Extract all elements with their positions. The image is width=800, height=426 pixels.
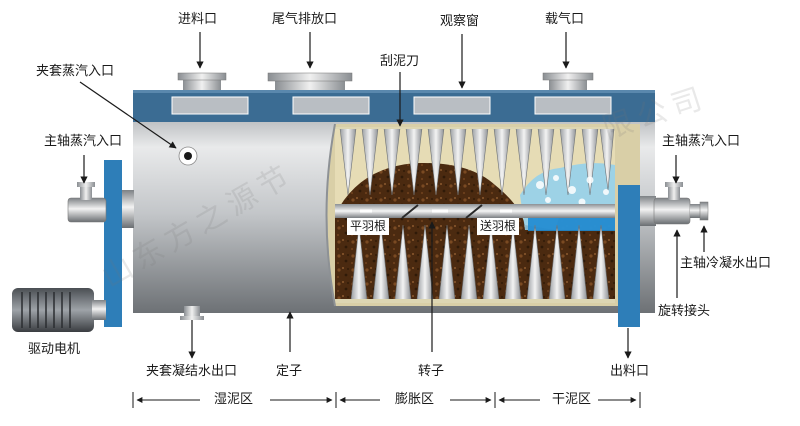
zone-wet: 湿泥区	[214, 392, 254, 407]
label-shaft-condensate-outlet: 主轴冷凝水出口	[680, 256, 772, 271]
drive-motor	[12, 288, 106, 332]
label-exhaust-outlet: 尾气排放口	[272, 12, 338, 27]
zone-dry: 干泥区	[552, 392, 592, 407]
label-feed-blade: 送羽根	[477, 218, 520, 235]
label-stator: 定子	[276, 364, 303, 379]
observation-windows	[171, 96, 612, 115]
rotor-blades	[350, 224, 610, 301]
label-drive-motor: 驱动电机	[28, 342, 81, 357]
label-discharge-outlet: 出料口	[610, 364, 650, 379]
label-carrier-gas-inlet: 载气口	[545, 12, 585, 27]
label-scraper: 刮泥刀	[380, 54, 420, 69]
zone-dimension-lines	[132, 392, 641, 408]
label-feed-inlet: 进料口	[178, 12, 218, 27]
label-rotary-joint: 旋转接头	[658, 304, 711, 319]
label-shaft-steam-inlet-right: 主轴蒸汽入口	[662, 134, 741, 149]
discharge-chute	[618, 185, 640, 327]
left-rotary-joint	[67, 182, 107, 223]
label-flat-blade: 平羽根	[347, 218, 390, 235]
label-jacket-steam-inlet: 夹套蒸汽入口	[36, 64, 115, 79]
zone-expansion: 膨胀区	[395, 392, 435, 407]
cutaway-interior	[325, 123, 640, 307]
jacket-condensate-nozzle	[184, 306, 200, 318]
drive-end-frame	[104, 160, 122, 327]
label-observation-window: 观察窗	[440, 14, 480, 29]
label-jacket-condensate-outlet: 夹套凝结水出口	[146, 364, 238, 379]
callout-arrows	[79, 32, 708, 359]
label-shaft-steam-inlet-left: 主轴蒸汽入口	[44, 134, 123, 149]
label-rotor: 转子	[418, 364, 445, 379]
rotary-joint	[653, 182, 709, 225]
